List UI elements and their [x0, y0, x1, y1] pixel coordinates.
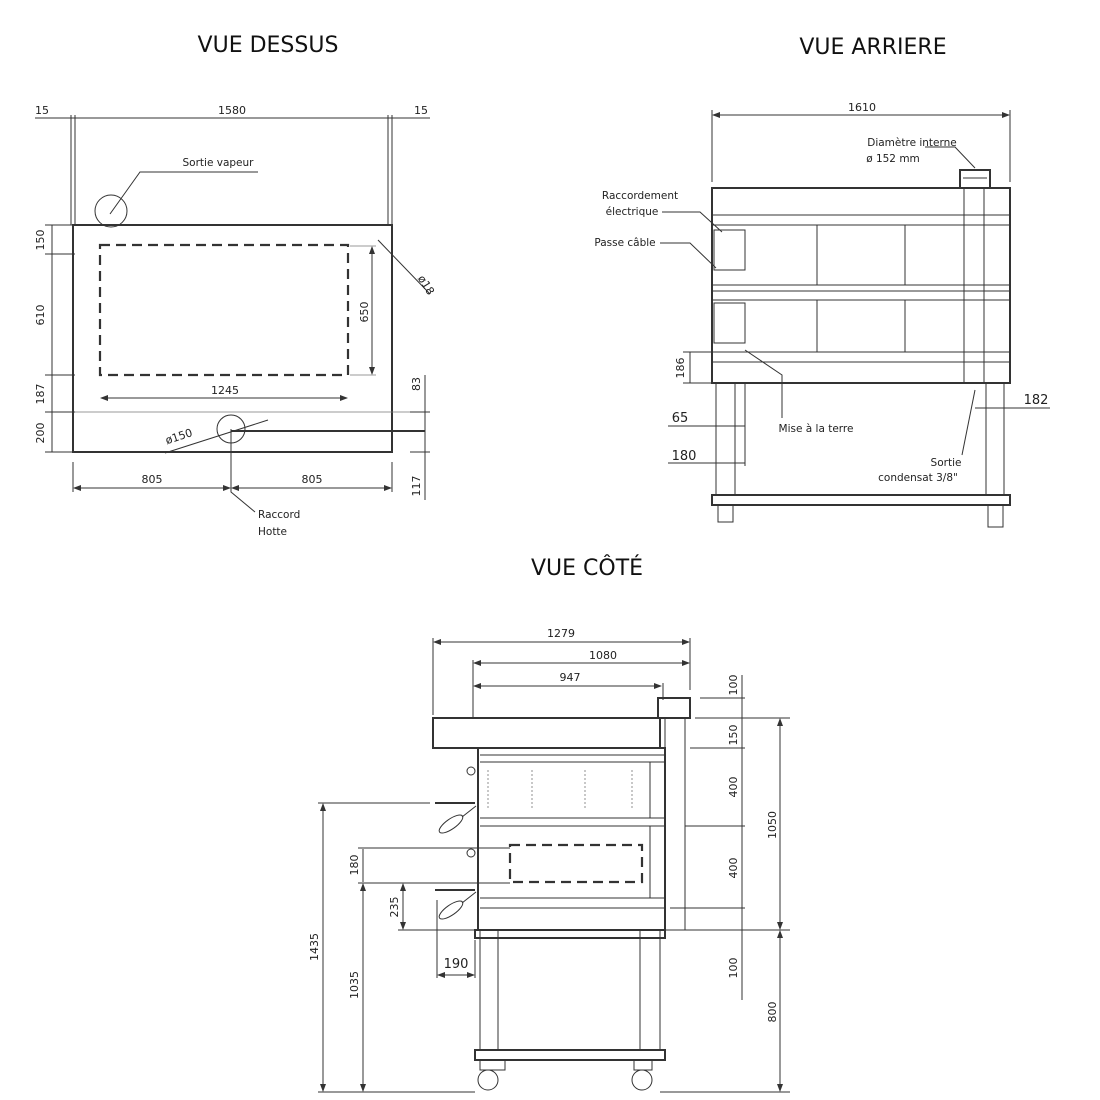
label-hood-2: Hotte — [258, 526, 287, 538]
deck-outline-side — [508, 843, 644, 884]
dim-200: 200 — [34, 423, 47, 444]
oven-outline-top — [72, 224, 393, 453]
dim-805-right: 805 — [302, 473, 323, 486]
dim-65: 65 — [672, 411, 689, 426]
dim-100-bottom: 100 — [727, 958, 740, 979]
dim-hole-18: ø18 — [415, 273, 437, 297]
dim-400-lower: 400 — [727, 858, 740, 879]
flue-box-side — [657, 697, 691, 719]
dim-610: 610 — [34, 305, 47, 326]
dim-width: 1580 — [218, 104, 246, 117]
dim-1435: 1435 — [308, 933, 321, 961]
rear-view-title: VUE ARRIERE — [799, 35, 946, 60]
dim-left-margin: 15 — [35, 104, 49, 117]
dim-100-top: 100 — [727, 675, 740, 696]
dim-117: 117 — [410, 476, 423, 497]
top-view-title: VUE DESSUS — [198, 33, 339, 58]
dim-186: 186 — [674, 358, 687, 379]
dim-235: 235 — [388, 897, 401, 918]
label-steam-outlet: Sortie vapeur — [183, 157, 255, 169]
dim-650: 650 — [358, 302, 371, 323]
top-view: VUE DESSUS 15 1580 15 Sortie vapeur 650 … — [34, 33, 437, 538]
dim-187: 187 — [34, 384, 47, 405]
dim-83: 83 — [410, 377, 423, 391]
oven-body-side — [477, 747, 666, 931]
dim-hood-150: ø150 — [164, 426, 194, 447]
wheel-left — [477, 1069, 499, 1091]
label-grounding: Mise à la terre — [779, 423, 854, 435]
dim-right-margin: 15 — [414, 104, 428, 117]
label-internal-diameter: Diamètre interne — [867, 137, 957, 149]
steam-outlet-icon — [94, 194, 128, 228]
dim-1610: 1610 — [848, 101, 876, 114]
dim-1050: 1050 — [766, 811, 779, 839]
deck-outline — [98, 243, 350, 377]
label-electrical-2: électrique — [606, 206, 659, 218]
dim-1245: 1245 — [211, 384, 239, 397]
dim-805-left: 805 — [142, 473, 163, 486]
dim-400-upper: 400 — [727, 777, 740, 798]
dim-150-side: 150 — [727, 725, 740, 746]
dim-947: 947 — [560, 671, 581, 684]
flue-box — [959, 169, 991, 189]
label-hood-1: Raccord — [258, 509, 300, 521]
label-condensate-1: Sortie — [931, 457, 962, 469]
dim-150: 150 — [34, 230, 47, 251]
top-slab — [432, 717, 661, 749]
label-electrical-1: Raccordement — [602, 190, 678, 202]
rear-view: VUE ARRIERE 1610 Diamètre interne ø 152 … — [594, 35, 1050, 528]
dim-182: 182 — [1024, 393, 1049, 408]
wheel-right — [631, 1069, 653, 1091]
dim-800: 800 — [766, 1002, 779, 1023]
dim-180-side: 180 — [348, 855, 361, 876]
dim-190: 190 — [444, 957, 469, 972]
side-view-title: VUE CÔTÉ — [531, 555, 643, 581]
dim-1035: 1035 — [348, 971, 361, 999]
dim-180: 180 — [672, 449, 697, 464]
side-view: VUE CÔTÉ 1279 1080 947 100 150 400 400 1… — [308, 555, 790, 1093]
label-condensate-2: condensat 3/8" — [878, 472, 958, 484]
dim-1279: 1279 — [547, 627, 575, 640]
dim-1080: 1080 — [589, 649, 617, 662]
label-cable-pass: Passe câble — [594, 237, 655, 249]
label-diameter-value: ø 152 mm — [866, 153, 920, 165]
